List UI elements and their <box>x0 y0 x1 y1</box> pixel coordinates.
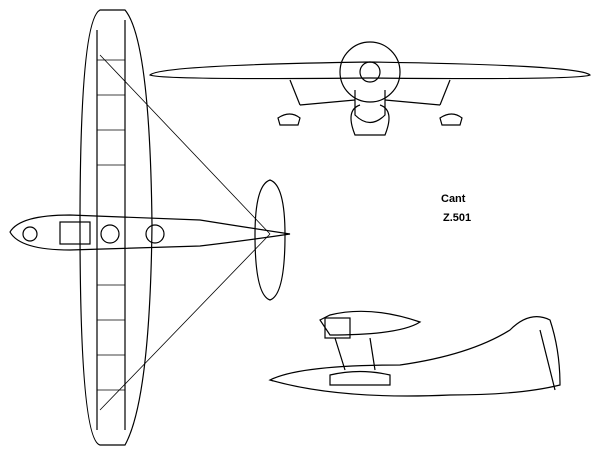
top-view-fuselage <box>9 214 291 251</box>
top-view-tail <box>254 179 286 301</box>
top-view-wing <box>79 9 153 446</box>
aircraft-maker-label: Cant <box>441 193 466 205</box>
side-view <box>268 310 561 397</box>
side-view-hull <box>268 316 561 397</box>
front-view <box>148 41 592 136</box>
front-view-wing <box>148 61 592 80</box>
aircraft-model-label: Z.501 <box>443 212 472 224</box>
top-view <box>9 9 291 446</box>
